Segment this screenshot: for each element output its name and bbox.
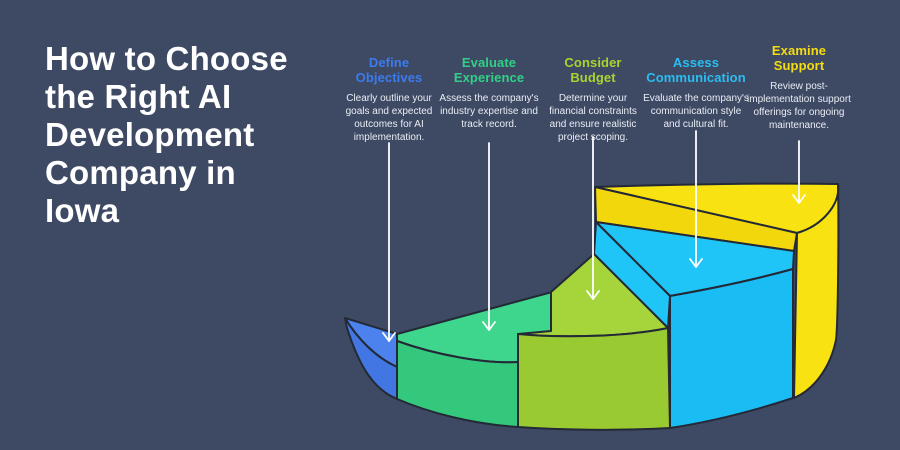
step-column-assess-communication: Assess Communication Evaluate the compan… xyxy=(635,55,757,131)
arrow-consider-budget xyxy=(586,136,600,300)
step-description: Evaluate the company's communication sty… xyxy=(643,93,749,130)
slice-assess-communication-front-face xyxy=(669,268,794,429)
slice-examine-support-outer-face xyxy=(793,183,840,399)
step-description: Clearly outline your goals and expected … xyxy=(345,93,433,143)
arrow-assess-communication xyxy=(689,130,703,268)
step-description: Assess the company's industry expertise … xyxy=(439,93,539,130)
step-column-evaluate-experience: Evaluate Experience Assess the company's… xyxy=(428,55,550,131)
pie-slices xyxy=(344,182,840,431)
pointer-arrows xyxy=(382,130,806,342)
step-heading: Assess Communication xyxy=(646,55,746,85)
arrow-define-objectives xyxy=(382,142,396,342)
step-heading: Evaluate Experience xyxy=(453,55,525,85)
step-description: Review post-implementation support offer… xyxy=(747,81,851,131)
step-column-define-objectives: Define Objectives Clearly outline your g… xyxy=(328,55,450,144)
arrow-evaluate-experience xyxy=(482,142,496,331)
slice-consider-budget-front-face xyxy=(517,327,671,431)
step-heading: Examine Support xyxy=(771,43,827,73)
step-heading: Define Objectives xyxy=(355,55,423,85)
arrow-examine-support xyxy=(792,140,806,204)
step-heading: Consider Budget xyxy=(564,55,622,85)
page-title: How to Choose the Right AI Development C… xyxy=(45,40,288,229)
step-column-examine-support: Examine Support Review post-implementati… xyxy=(738,43,860,132)
